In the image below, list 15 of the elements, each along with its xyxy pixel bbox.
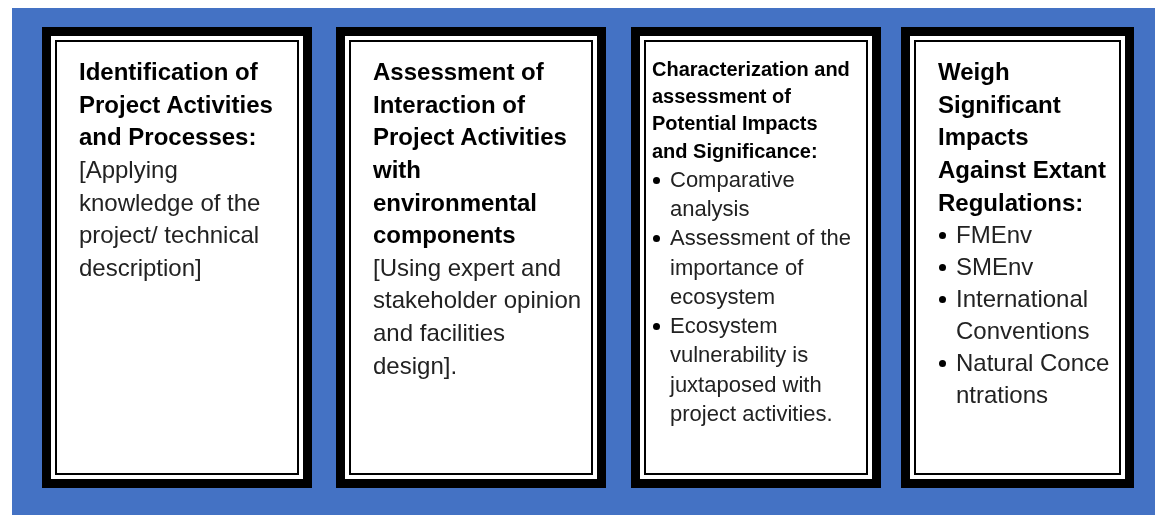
bullet-item: Ecosystem vulnerability is juxtaposed with project activities. — [652, 311, 858, 428]
box-heading: Assessment of Interaction of Project Activities with environmental components — [373, 57, 568, 251]
bullet-item: Comparative analysis — [652, 164, 858, 224]
box-heading: Identification of Project Activities and Processes: — [79, 57, 274, 153]
box-heading: Weigh Significant Impacts Against Extant Regulations: — [938, 57, 1108, 218]
process-box — [901, 27, 1134, 488]
bullet-item: Assessment of the importance of ecosystem — [652, 223, 858, 311]
bullet-item: Natural Concentrations — [938, 346, 1111, 411]
box-description: [Applying knowledge of the project/ technical description] — [79, 154, 262, 283]
box-description: [Using expert and stakeholder opinion and facilities design]. — [373, 252, 583, 381]
process-box — [631, 27, 881, 488]
bullet-item: International Conventions — [938, 282, 1111, 347]
box-heading: Characterization and assessment of Potential Impacts and Significance: — [652, 57, 851, 164]
bullet-item: SMEnv — [938, 251, 1111, 283]
bullet-item: FMEnv — [938, 219, 1111, 252]
